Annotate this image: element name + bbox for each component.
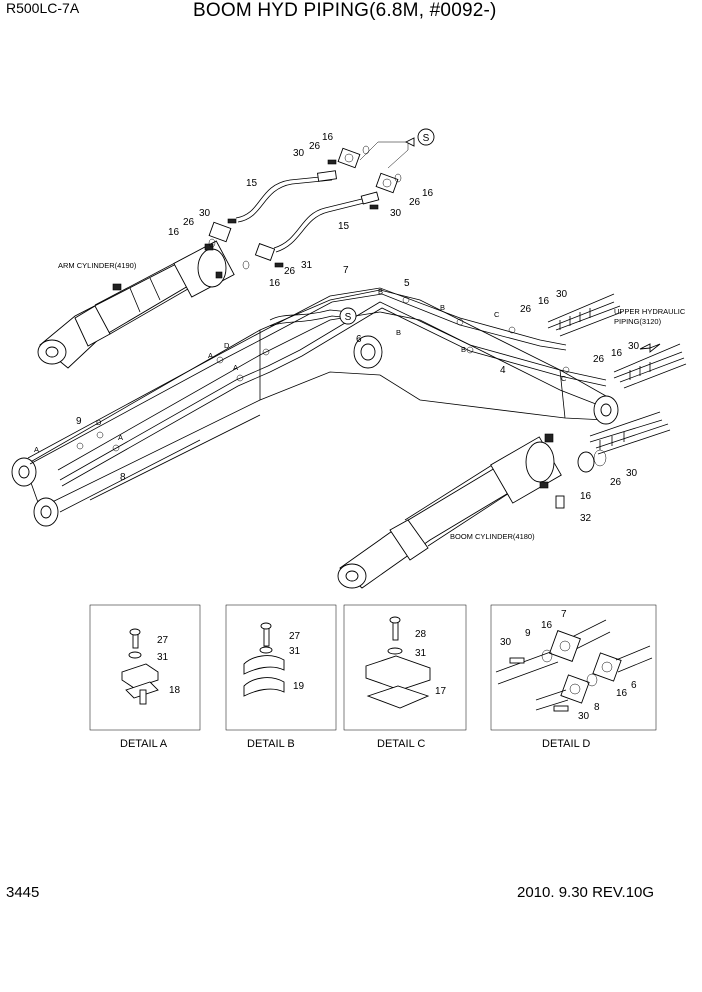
part-label: 31: [301, 260, 313, 271]
part-label: 26: [309, 141, 321, 152]
part-label: 15: [246, 178, 258, 189]
part-label: 26: [284, 266, 296, 277]
part-label: 26: [610, 477, 622, 488]
svg-text:17: 17: [435, 686, 447, 697]
part-label: 30: [626, 468, 638, 479]
model-code: R500LC-7A: [6, 0, 80, 16]
svg-text:D: D: [224, 341, 230, 350]
page-number: 3445: [6, 884, 40, 901]
upper-hydraulic-connectors: [547, 293, 687, 455]
svg-text:A: A: [34, 445, 39, 454]
svg-text:B: B: [461, 345, 466, 354]
svg-text:31: 31: [157, 652, 169, 663]
flange-fittings-upper: [208, 145, 402, 270]
part-label: 16: [168, 227, 180, 238]
svg-text:31: 31: [415, 648, 427, 659]
detail-d-box: 30 9 16 7 16 6 8 30: [490, 604, 657, 731]
svg-text:A: A: [233, 363, 238, 372]
s-marker-boom: S: [345, 312, 352, 323]
svg-text:C: C: [561, 374, 567, 383]
svg-text:19: 19: [293, 681, 305, 692]
part-label: 30: [293, 148, 305, 159]
part-label: 5: [404, 278, 410, 289]
svg-text:B: B: [440, 303, 445, 312]
detail-b-caption: DETAIL B: [247, 738, 295, 750]
svg-text:16: 16: [541, 620, 553, 631]
svg-text:7: 7: [561, 609, 567, 620]
svg-text:30: 30: [500, 637, 512, 648]
svg-text:18: 18: [169, 685, 181, 696]
boom-pipes: [27, 287, 607, 487]
svg-text:28: 28: [415, 629, 427, 640]
part-label: 7: [343, 265, 349, 276]
part-label: 16: [538, 296, 550, 307]
svg-text:27: 27: [289, 631, 301, 642]
detail-c-box: 28 31 17: [343, 604, 467, 731]
part-label: 16: [422, 188, 434, 199]
detail-letter-markers: A D A B B B B C C D A A: [34, 287, 567, 454]
part-label: 32: [580, 513, 592, 524]
s-marker-upper: S: [423, 133, 430, 144]
part-label: 9: [76, 416, 82, 427]
part-number-labels: 16 26 30 15 16 26 30 15 30 26 16 31 26 1…: [76, 132, 640, 524]
part-label: 30: [390, 208, 402, 219]
part-label: 26: [183, 217, 195, 228]
svg-text:B: B: [396, 328, 401, 337]
part-label: 6: [356, 334, 362, 345]
svg-text:27: 27: [157, 635, 169, 646]
detail-d-caption: DETAIL D: [542, 738, 590, 750]
svg-text:30: 30: [578, 711, 590, 722]
svg-text:16: 16: [616, 688, 628, 699]
page-title: BOOM HYD PIPING(6.8M, #0092-): [193, 0, 497, 21]
part-label: 26: [409, 197, 421, 208]
svg-text:B: B: [378, 287, 383, 296]
detail-b-box: 27 31 19: [225, 604, 337, 731]
arm-cylinder-callout: ARM CYLINDER(4190): [58, 261, 137, 270]
svg-text:A: A: [118, 433, 123, 442]
detail-a-box: 27 31 18: [89, 604, 201, 731]
part-label: 16: [322, 132, 334, 143]
arm-cylinder: [37, 240, 235, 369]
hose-15-pair: [235, 170, 380, 253]
detail-c-caption: DETAIL C: [377, 738, 425, 750]
revision-stamp: 2010. 9.30 REV.10G: [517, 884, 655, 901]
part-label: 8: [120, 472, 126, 483]
svg-text:A: A: [208, 351, 213, 360]
svg-text:31: 31: [289, 646, 301, 657]
upper-hydraulic-callout-line1: UPPER HYDRAULIC: [614, 307, 686, 316]
svg-text:D: D: [96, 418, 102, 427]
part-label: 4: [500, 365, 506, 376]
upper-hydraulic-callout-line2: PIPING(3120): [614, 317, 662, 326]
svg-text:9: 9: [525, 628, 531, 639]
part-label: 16: [269, 278, 281, 289]
part-label: 30: [199, 208, 211, 219]
svg-text:8: 8: [594, 702, 600, 713]
svg-text:C: C: [494, 310, 500, 319]
detail-a-caption: DETAIL A: [120, 738, 168, 750]
s-reference-upper: S: [359, 128, 435, 169]
part-label: 15: [338, 221, 350, 232]
part-label: 26: [593, 354, 605, 365]
part-label: 16: [580, 491, 592, 502]
boom-cylinder: [337, 433, 607, 589]
part-label: 26: [520, 304, 532, 315]
part-label: 16: [611, 348, 623, 359]
part-label: 30: [628, 341, 640, 352]
boom-cylinder-callout: BOOM CYLINDER(4180): [450, 532, 535, 541]
part-label: 30: [556, 289, 568, 300]
svg-text:6: 6: [631, 680, 637, 691]
s-reference-boom: S: [339, 307, 357, 325]
